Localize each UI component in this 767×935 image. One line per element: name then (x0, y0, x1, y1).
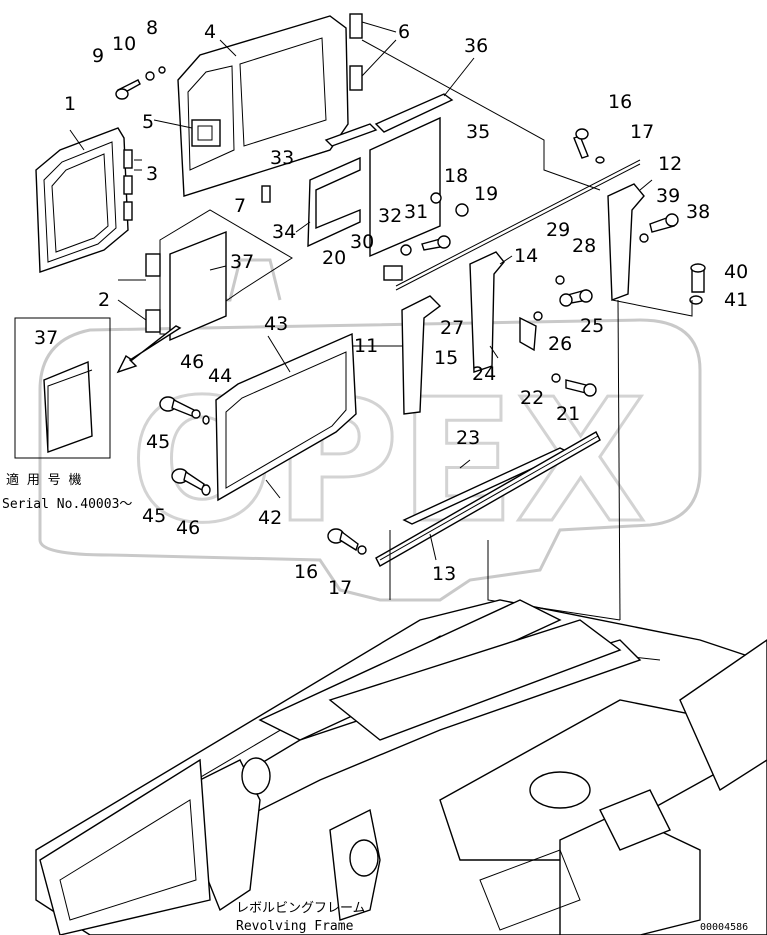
opex-watermark: OPEX (38, 258, 702, 602)
rod-14 (395, 159, 641, 287)
inset-box (14, 317, 111, 459)
seal-33 (324, 123, 378, 147)
callout-31: 31 (404, 201, 428, 223)
insulation-37 (159, 209, 293, 342)
rail-13 (375, 431, 601, 567)
bolts-right (383, 128, 706, 397)
door-frame-43 (215, 332, 357, 502)
callout-18: 18 (444, 165, 468, 187)
callout-28: 28 (572, 235, 596, 257)
frame-label-en: Revolving Frame (236, 919, 354, 934)
callout-15: 15 (434, 347, 458, 369)
callout-32: 32 (378, 205, 402, 227)
callout-16b: 16 (294, 561, 318, 583)
watermark-text: OPEX (130, 363, 646, 561)
callout-2: 2 (98, 289, 110, 311)
drawing-number: 00004586 (700, 922, 748, 933)
hinge-parts-2 (145, 253, 161, 333)
callout-38: 38 (686, 201, 710, 223)
callout-4: 4 (204, 21, 216, 43)
seal-pads (307, 93, 454, 258)
callout-30: 30 (350, 231, 374, 253)
callout-17a: 17 (630, 121, 654, 143)
callout-12: 12 (658, 153, 682, 175)
callout-6: 6 (398, 21, 410, 43)
callout-13: 13 (432, 563, 456, 585)
leader-lines (69, 21, 693, 621)
callout-23: 23 (456, 427, 480, 449)
callout-26: 26 (548, 333, 572, 355)
callouts: 1 2 3 4 5 6 7 8 9 10 11 12 13 14 15 16 1… (34, 17, 748, 599)
callout-17b: 17 (328, 577, 352, 599)
bolt-16-lower (327, 528, 367, 555)
callout-46a: 46 (180, 351, 204, 373)
callout-33: 33 (270, 147, 294, 169)
callout-35: 35 (466, 121, 490, 143)
callout-37b: 37 (230, 251, 254, 273)
callout-27: 27 (440, 317, 464, 339)
callout-11: 11 (354, 335, 378, 357)
callout-14: 14 (514, 245, 538, 267)
callout-44: 44 (208, 365, 232, 387)
serial-note-jp: 適 用 号 機 (6, 472, 81, 488)
door-lock-5 (191, 119, 221, 147)
bolt-9 (115, 66, 166, 100)
frame-label-jp: レボルビングフレーム (236, 901, 366, 916)
clip-24 (519, 316, 537, 352)
callout-21: 21 (556, 403, 580, 425)
callout-46b: 46 (176, 517, 200, 539)
bracket-15 (469, 251, 505, 373)
callout-43: 43 (264, 313, 288, 335)
callout-36: 36 (464, 35, 488, 57)
callout-45a: 45 (146, 431, 170, 453)
callout-5: 5 (142, 111, 154, 133)
revolving-frame (35, 599, 767, 935)
callout-42: 42 (258, 507, 282, 529)
callout-25: 25 (580, 315, 604, 337)
callout-40: 40 (724, 261, 748, 283)
callout-41: 41 (724, 289, 748, 311)
callout-3: 3 (146, 163, 158, 185)
callout-29: 29 (546, 219, 570, 241)
clips-6 (349, 13, 363, 91)
inset-arrow (116, 325, 182, 374)
callout-20: 20 (322, 247, 346, 269)
callout-24: 24 (472, 363, 496, 385)
door-panel-4 (177, 15, 349, 197)
callout-10: 10 (112, 33, 136, 55)
callout-22: 22 (520, 387, 544, 409)
hinge-parts-3 (123, 149, 133, 221)
seal-36 (374, 93, 454, 133)
part-7 (261, 185, 271, 203)
callout-1: 1 (64, 93, 76, 115)
callout-8: 8 (146, 17, 158, 39)
door-panel-1 (35, 127, 129, 273)
callout-34: 34 (272, 221, 296, 243)
callout-16a: 16 (608, 91, 632, 113)
callout-19: 19 (474, 183, 498, 205)
bolts-45 (159, 396, 211, 496)
callout-37a: 37 (34, 327, 58, 349)
pad-35 (369, 116, 441, 258)
bolt-16 (573, 135, 589, 159)
bracket-11 (401, 295, 442, 415)
callout-9: 9 (92, 45, 104, 67)
callout-7: 7 (234, 195, 246, 217)
callout-45b: 45 (142, 505, 166, 527)
callout-39: 39 (656, 185, 680, 207)
serial-note-en: Serial No.40003～ (2, 497, 132, 512)
bracket-12 (607, 183, 645, 301)
seal-34 (307, 156, 361, 248)
clip-20 (383, 265, 403, 281)
